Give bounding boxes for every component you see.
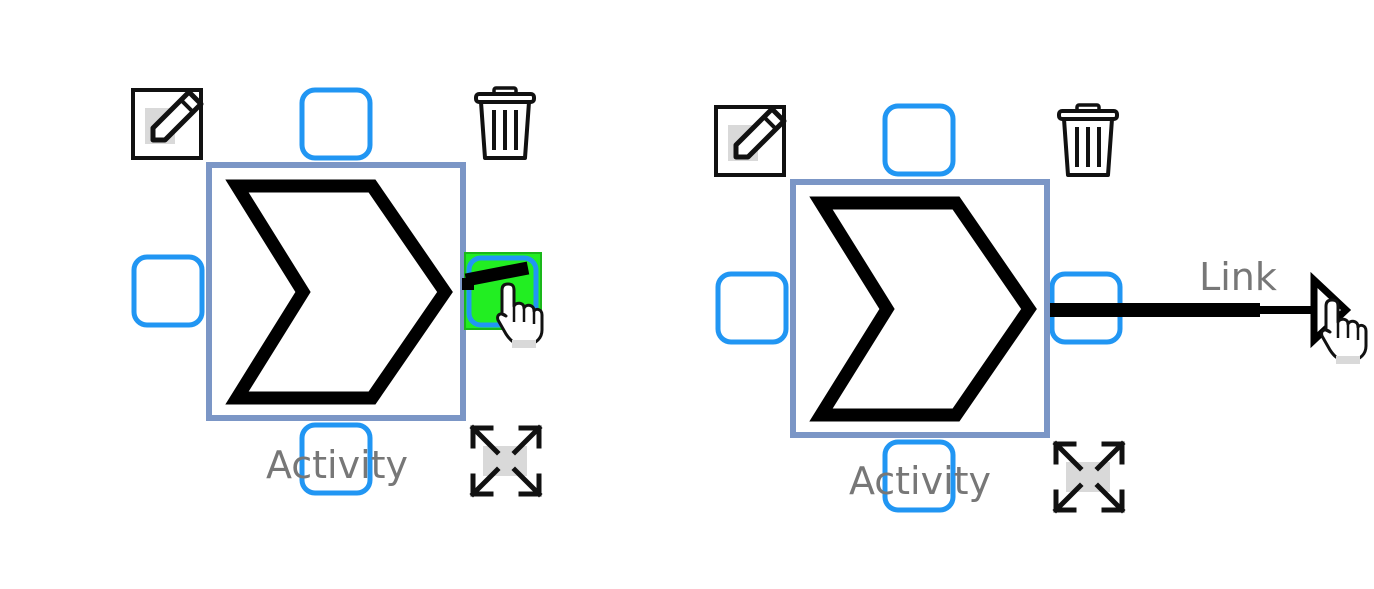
connector-left[interactable] [131, 254, 205, 328]
diagram-panel-linking: Link Activity [715, 103, 1368, 513]
activity-node[interactable] [790, 179, 1050, 438]
activity-node[interactable] [206, 162, 466, 421]
node-label: Activity [266, 443, 408, 487]
node-label: Activity [849, 459, 991, 503]
delete-trash-icon[interactable] [474, 86, 536, 160]
chevron-icon [225, 179, 453, 405]
connector-top[interactable] [882, 103, 956, 177]
chevron-icon [809, 196, 1037, 422]
connector-bottom[interactable] [299, 422, 373, 496]
connector-bottom[interactable] [882, 439, 956, 513]
delete-trash-icon[interactable] [1057, 103, 1119, 177]
diagram-panel-hover: Activity [131, 86, 544, 496]
edit-icon[interactable] [133, 90, 201, 158]
resize-icon[interactable] [473, 428, 539, 494]
link-label: Link [1199, 255, 1277, 299]
link-handle-icon [464, 261, 530, 287]
resize-icon[interactable] [1056, 444, 1122, 510]
edit-icon[interactable] [716, 107, 784, 175]
connector-left[interactable] [715, 271, 789, 345]
connector-top[interactable] [299, 87, 373, 161]
